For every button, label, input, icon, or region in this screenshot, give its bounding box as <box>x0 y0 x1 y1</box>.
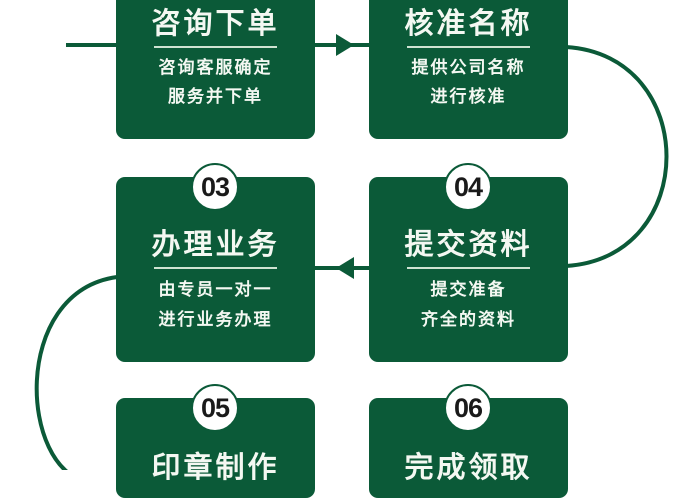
arrow-right-icon <box>336 34 354 56</box>
step-title: 核准名称 <box>404 6 533 40</box>
step-desc-line2: 齐全的资料 <box>421 310 516 330</box>
step-number-badge: 05 <box>191 384 239 432</box>
step-divider <box>407 46 530 48</box>
step-divider <box>154 267 277 269</box>
step-title: 办理业务 <box>151 227 280 261</box>
step-number-badge: 03 <box>191 163 239 211</box>
connector-2-4 <box>565 45 669 268</box>
step-number-badge: 06 <box>444 384 492 432</box>
step-divider <box>154 46 277 48</box>
step-number-badge: 04 <box>444 163 492 211</box>
step-card-consult-order: 咨询下单 咨询客服确定 服务并下单 <box>116 0 315 139</box>
arrow-left-icon <box>336 257 354 279</box>
step-divider <box>407 267 530 269</box>
step-desc-line1: 提交准备 <box>430 280 507 300</box>
connector-3-5 <box>34 275 118 470</box>
step-card-verify-name: 核准名称 提供公司名称 进行核准 <box>369 0 568 139</box>
step-desc-line2: 进行核准 <box>430 87 507 107</box>
step-desc-line1: 咨询客服确定 <box>158 58 273 78</box>
flow-connectors <box>34 34 669 470</box>
step-desc-line1: 由专员一对一 <box>158 280 273 300</box>
step-title: 提交资料 <box>404 227 533 261</box>
step-title: 完成领取 <box>404 450 533 484</box>
step-desc-line2: 进行业务办理 <box>158 310 273 330</box>
step-title: 印章制作 <box>151 450 280 484</box>
step-desc-line2: 服务并下单 <box>168 87 263 107</box>
step-desc-line1: 提供公司名称 <box>411 58 526 78</box>
step-title: 咨询下单 <box>151 6 280 40</box>
